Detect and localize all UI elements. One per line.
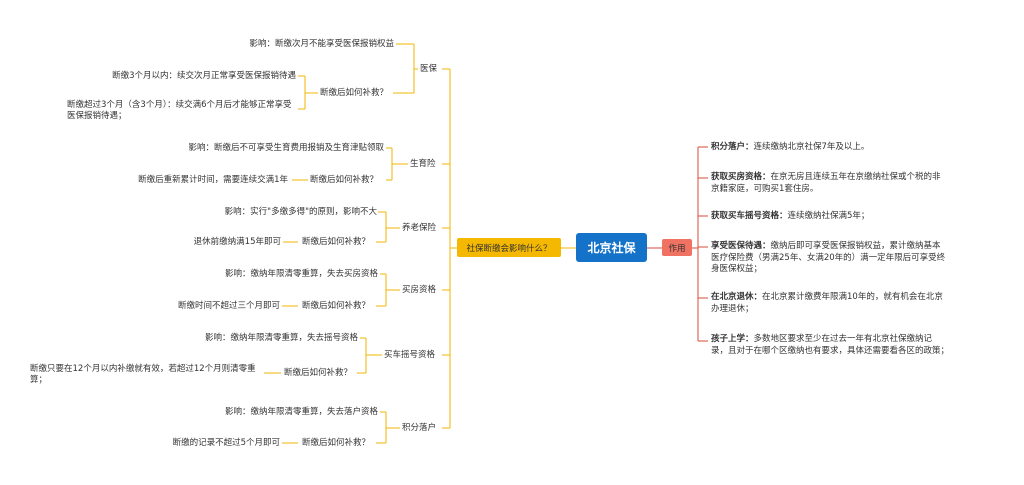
remedy-maternity-1: 断缴后重新累计时间，需要连续交满1年 bbox=[138, 175, 288, 185]
left-main-node[interactable]: 社保断缴会影响什么？ bbox=[457, 238, 561, 257]
remedy-label-hukou: 断缴后如何补救？ bbox=[302, 438, 371, 448]
branch-title-housing[interactable]: 买房资格 bbox=[402, 285, 437, 295]
right-item-text: 连续缴纳北京社保7年及以上。 bbox=[753, 142, 870, 152]
remedy-car-lottery-1: 断缴只要在12个月以内补缴就有效，若超过12个月则清零重算； bbox=[30, 364, 256, 385]
impact-housing: 影响：缴纳年限清零重算，失去买房资格 bbox=[224, 269, 378, 279]
remedy-housing-1: 断缴时间不超过三个月即可 bbox=[177, 301, 280, 311]
branch-title-maternity[interactable]: 生育险 bbox=[410, 159, 436, 169]
branch-title-car-lottery[interactable]: 买车摇号资格 bbox=[384, 350, 436, 360]
right-item-title: 孩子上学： bbox=[711, 334, 754, 344]
impact-maternity: 影响：断缴后不可享受生育费用报销及生育津贴领取 bbox=[188, 143, 384, 153]
remedy-label-medical: 断缴后如何补救？ bbox=[320, 88, 389, 98]
impact-hukou: 影响：缴纳年限清零重算，失去落户资格 bbox=[224, 407, 378, 417]
central-node[interactable]: 北京社保 bbox=[576, 233, 647, 262]
right-item-title: 积分落户： bbox=[711, 142, 754, 152]
remedy-label-pension: 断缴后如何补救？ bbox=[302, 237, 371, 247]
branch-title-hukou[interactable]: 积分落户 bbox=[402, 423, 437, 433]
right-item-school[interactable]: 孩子上学：多数地区要求至少在过去一年有北京社保缴纳记录，且对于在哪个区缴纳也有要… bbox=[711, 334, 949, 357]
remedy-medical-2: 断缴超过3个月（含3个月）：续交满6个月后才能够正常享受医保报销待遇； bbox=[67, 100, 292, 121]
right-item-text: 在京无房且连续五年在京缴纳社保或个税的非京籍家庭，可购买1套住房。 bbox=[711, 172, 941, 194]
remedy-pension-1: 退休前缴纳满15年即可 bbox=[193, 237, 281, 247]
remedy-hukou-1: 断缴的记录不超过5个月即可 bbox=[172, 438, 280, 448]
right-item-title: 享受医保待遇： bbox=[711, 241, 771, 251]
right-item-hukou[interactable]: 积分落户：连续缴纳北京社保7年及以上。 bbox=[711, 142, 949, 154]
right-item-housing[interactable]: 获取买房资格：在京无房且连续五年在京缴纳社保或个税的非京籍家庭，可购买1套住房。 bbox=[711, 172, 949, 195]
branch-title-pension[interactable]: 养老保险 bbox=[402, 223, 437, 233]
right-item-medical[interactable]: 享受医保待遇：缴纳后即可享受医保报销权益，累计缴纳基本医疗保险费（男满25年、女… bbox=[711, 241, 949, 276]
right-main-node[interactable]: 作用 bbox=[662, 239, 692, 256]
right-item-text: 连续缴纳社保满5年； bbox=[787, 211, 870, 221]
branch-title-medical[interactable]: 医保 bbox=[420, 64, 438, 74]
impact-pension: 影响：实行"多缴多得"的原则，影响不大 bbox=[224, 207, 377, 217]
right-item-title: 在北京退休： bbox=[711, 292, 763, 302]
right-item-car-lottery[interactable]: 获取买车摇号资格：连续缴纳社保满5年； bbox=[711, 211, 949, 223]
remedy-medical-1: 断缴3个月以内：续交次月正常享受医保报销待遇 bbox=[112, 71, 296, 81]
impact-car-lottery: 影响：缴纳年限清零重算，失去摇号资格 bbox=[204, 333, 358, 343]
remedy-label-car-lottery: 断缴后如何补救？ bbox=[284, 368, 353, 378]
right-item-text: 在北京累计缴费年限满10年的，就有机会在北京办理退休； bbox=[711, 292, 943, 314]
right-item-retire[interactable]: 在北京退休：在北京累计缴费年限满10年的，就有机会在北京办理退休； bbox=[711, 292, 949, 315]
right-item-text: 多数地区要求至少在过去一年有北京社保缴纳记录，且对于在哪个区缴纳也有要求，具体还… bbox=[711, 334, 950, 356]
right-item-title: 获取买车摇号资格： bbox=[711, 211, 788, 221]
impact-medical: 影响：断缴次月不能享受医保报销权益 bbox=[249, 39, 394, 49]
remedy-label-maternity: 断缴后如何补救？ bbox=[310, 175, 379, 185]
right-item-text: 缴纳后即可享受医保报销权益，累计缴纳基本医疗保险费（男满25年、女满20年的）满… bbox=[711, 241, 946, 274]
right-item-title: 获取买房资格： bbox=[711, 172, 771, 182]
remedy-label-housing: 断缴后如何补救？ bbox=[302, 301, 371, 311]
